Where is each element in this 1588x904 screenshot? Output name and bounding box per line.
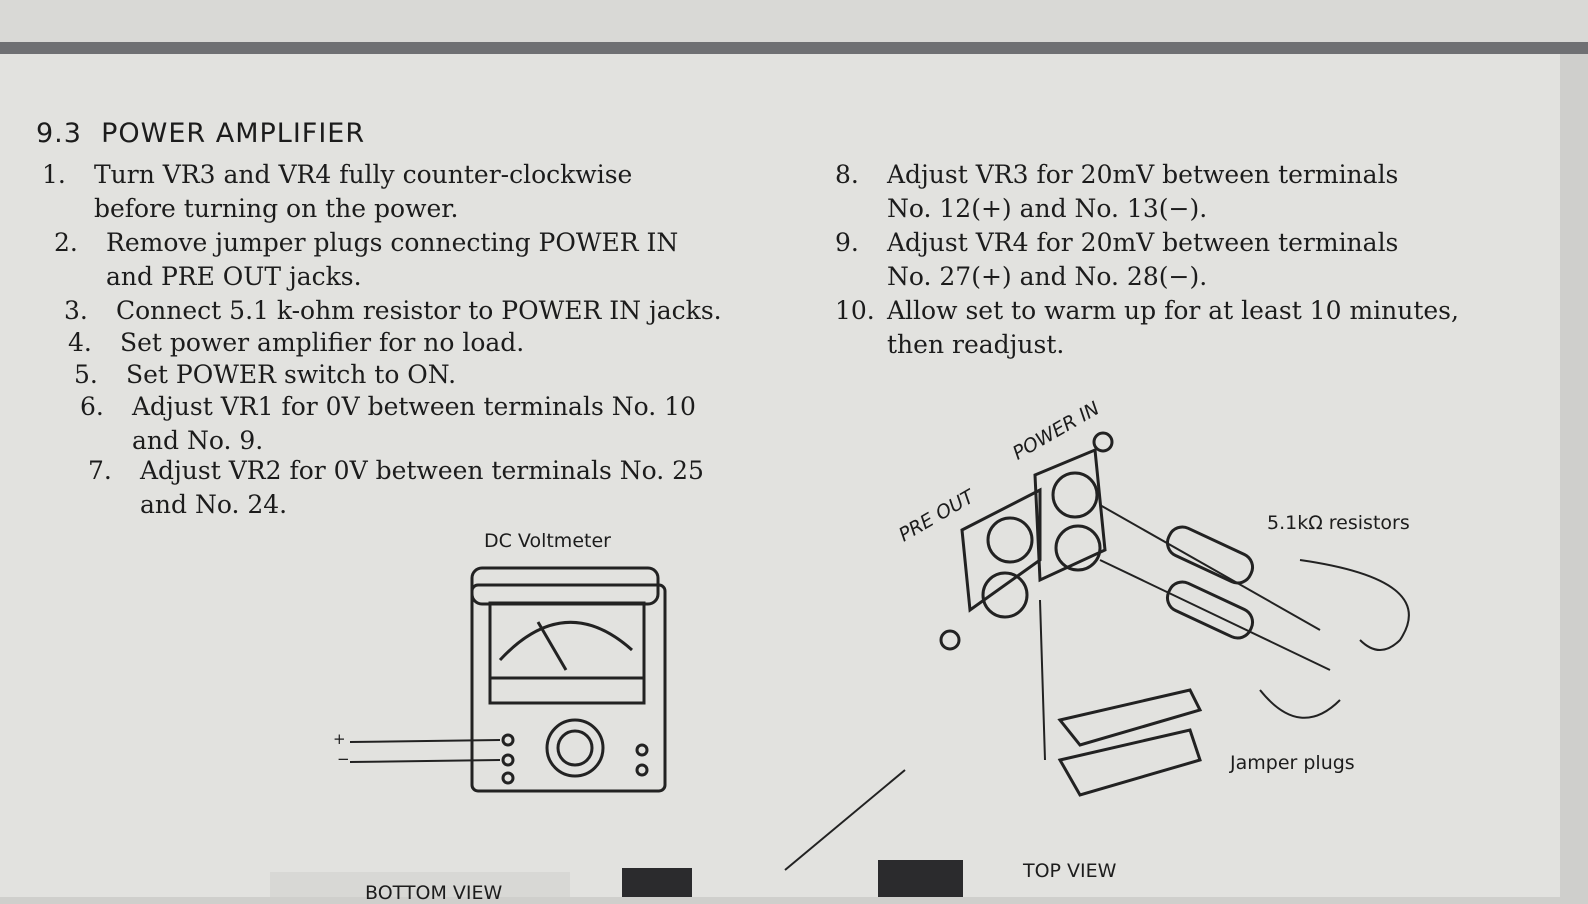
step-text: and PRE OUT jacks.	[106, 262, 362, 291]
step-text: Set power amplifier for no load.	[120, 328, 525, 357]
step-text: and No. 9.	[132, 426, 264, 455]
step-number: 9.	[835, 228, 859, 257]
screen-top	[0, 0, 1588, 44]
component-block	[622, 868, 692, 897]
instruction-step: 7. Adjust VR2 for 0V between terminals No…	[88, 454, 704, 522]
minus-label: −	[337, 750, 350, 768]
instruction-step: 2. Remove jumper plugs connecting POWER I…	[54, 226, 678, 294]
step-number: 3.	[64, 296, 88, 325]
step-number: 6.	[80, 392, 104, 421]
step-text: Adjust VR3 for 20mV between terminals	[887, 160, 1399, 189]
step-number: 10.	[835, 296, 875, 325]
bottom-view-label: BOTTOM VIEW	[365, 882, 503, 904]
step-text: Remove jumper plugs connecting POWER IN	[106, 228, 679, 257]
bottom-view-box	[270, 872, 570, 897]
resistors-label: 5.1kΩ resistors	[1267, 512, 1410, 534]
voltmeter-label: DC Voltmeter	[484, 530, 611, 552]
step-text: Turn VR3 and VR4 fully counter-clockwise	[94, 160, 633, 189]
document-page	[0, 54, 1560, 897]
jumper-label: Jamper plugs	[1230, 752, 1355, 774]
instruction-step: 3. Connect 5.1 k-ohm resistor to POWER IN…	[64, 294, 722, 328]
step-text: No. 27(+) and No. 28(−).	[887, 262, 1208, 291]
jack-panel-illustration	[784, 431, 1410, 871]
step-text: before turning on the power.	[94, 194, 459, 223]
section-heading: 9.3 POWER AMPLIFIER	[36, 118, 366, 149]
step-text: Adjust VR1 for 0V between terminals No. …	[132, 392, 696, 421]
component-block	[878, 860, 963, 897]
instruction-step: 6. Adjust VR1 for 0V between terminals No…	[80, 390, 696, 458]
instruction-step: 5. Set POWER switch to ON.	[74, 358, 456, 392]
step-text: then readjust.	[887, 330, 1065, 359]
step-text: Connect 5.1 k-ohm resistor to POWER IN j…	[116, 296, 722, 325]
instruction-step: 1. Turn VR3 and VR4 fully counter-clockwi…	[42, 158, 632, 226]
plus-label: +	[333, 730, 346, 748]
step-number: 7.	[88, 456, 112, 485]
screen-edge	[0, 42, 1588, 54]
step-text: Adjust VR2 for 0V between terminals No. …	[140, 456, 704, 485]
step-text: Adjust VR4 for 20mV between terminals	[887, 228, 1399, 257]
voltmeter-illustration	[349, 566, 667, 793]
step-number: 5.	[74, 360, 98, 389]
step-number: 4.	[68, 328, 92, 357]
instruction-step: 10. Allow set to warm up for at least 10 …	[835, 294, 1459, 362]
step-number: 2.	[54, 228, 78, 257]
top-view-label: TOP VIEW	[1023, 860, 1117, 882]
step-text: Set POWER switch to ON.	[126, 360, 457, 389]
step-number: 8.	[835, 160, 859, 189]
step-number: 1.	[42, 160, 66, 189]
step-text: Allow set to warm up for at least 10 min…	[887, 296, 1459, 325]
step-text: and No. 24.	[140, 490, 288, 519]
step-text: No. 12(+) and No. 13(−).	[887, 194, 1208, 223]
instruction-step: 4. Set power amplifier for no load.	[68, 326, 524, 360]
